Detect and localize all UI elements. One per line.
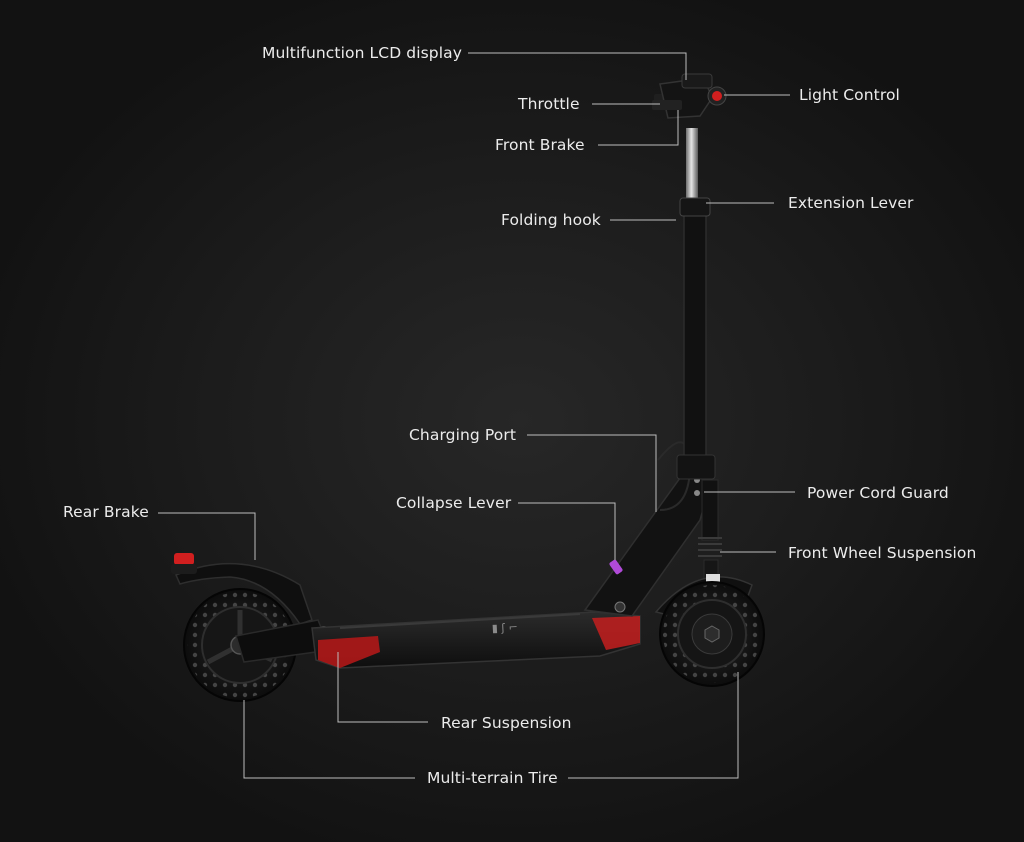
deck: ▮ ʃ ⌐ [311, 611, 641, 669]
svg-text:▮ ʃ ⌐: ▮ ʃ ⌐ [491, 621, 518, 635]
front-wheel [659, 581, 765, 687]
label-throttle: Throttle [518, 95, 580, 113]
label-multi-terrain-tire: Multi-terrain Tire [427, 769, 558, 787]
label-charging-port: Charging Port [409, 426, 517, 444]
label-front-brake: Front Brake [495, 136, 585, 154]
handlebar-head [652, 73, 727, 119]
front-fender-logo [706, 574, 720, 584]
leader-rear-brake [158, 512, 256, 560]
label-light-control: Light Control [799, 86, 900, 104]
label-power-cord-guard: Power Cord Guard [807, 484, 949, 502]
steering-column [676, 128, 716, 480]
rear-fender [171, 553, 313, 625]
light-control-button [712, 91, 722, 101]
collapse-lever-handle [609, 559, 623, 575]
leader-front-brake [598, 110, 679, 146]
leader-tire-left [243, 700, 415, 779]
label-extension-lever: Extension Lever [788, 194, 914, 212]
label-multifunction-lcd-display: Multifunction LCD display [262, 44, 462, 62]
leader-charging-port [527, 434, 657, 512]
label-rear-suspension: Rear Suspension [441, 714, 572, 732]
label-rear-brake: Rear Brake [63, 503, 149, 521]
label-folding-hook: Folding hook [501, 211, 601, 229]
leader-collapse-lever [518, 502, 616, 560]
label-collapse-lever: Collapse Lever [396, 494, 512, 512]
leader-tire-right [568, 672, 739, 779]
leader-lines [158, 52, 795, 779]
label-front-wheel-suspension: Front Wheel Suspension [788, 544, 977, 562]
leader-lcd [468, 52, 687, 80]
leader-rear-suspension [337, 652, 428, 723]
